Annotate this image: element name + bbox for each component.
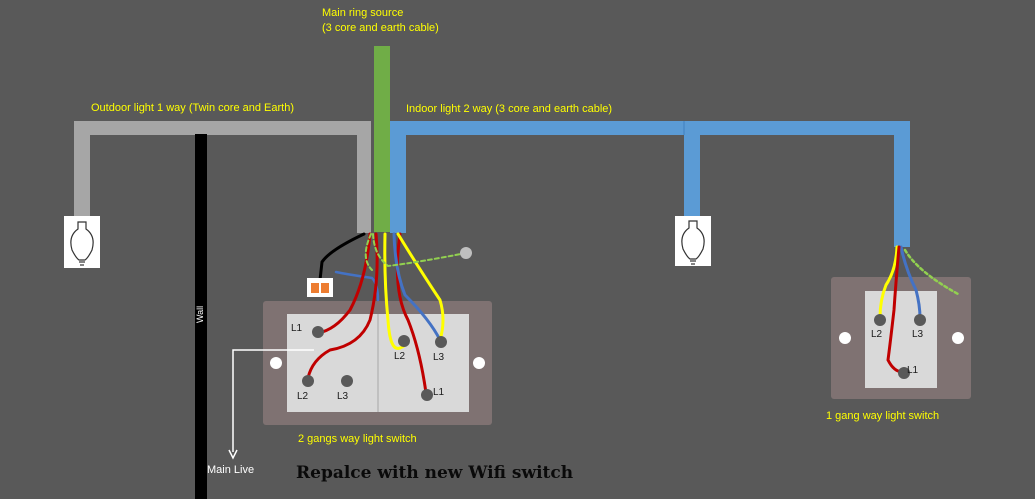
one-gang-switch <box>831 277 971 399</box>
light-bulb-icon <box>675 216 711 266</box>
indoor-light-cable <box>390 121 910 247</box>
terminal-label-l3: L3 <box>433 352 445 363</box>
earth-terminal-icon <box>460 247 472 259</box>
terminal-label-l1: L1 <box>291 323 303 334</box>
terminal-screw-icon <box>302 326 447 401</box>
two-gang-switch-label: 2 gangs way light switch <box>298 433 417 445</box>
connector-block-icon <box>307 278 333 297</box>
terminal-screw-icon <box>874 314 926 379</box>
one-gang-wires <box>878 245 960 374</box>
terminal-label-l2: L2 <box>394 351 406 362</box>
light-bulb-icon <box>64 216 100 268</box>
mounting-hole <box>270 357 282 369</box>
terminal-label-l3: L3 <box>912 329 924 340</box>
outdoor-light-label: Outdoor light 1 way (Twin core and Earth… <box>91 102 294 114</box>
main-live-pointer <box>228 349 314 460</box>
one-gang-switch-label: 1 gang way light switch <box>826 410 939 422</box>
terminal-label-l3: L3 <box>337 391 349 402</box>
terminal-label-l1: L1 <box>433 387 445 398</box>
mounting-hole <box>952 332 964 344</box>
wall-label: Wall <box>195 306 205 323</box>
main-ring-source-label: Main ring source <box>322 7 403 19</box>
indoor-light-label: Indoor light 2 way (3 core and earth cab… <box>406 103 612 115</box>
main-ring-source-cable-label: (3 core and earth cable) <box>322 22 439 34</box>
mounting-hole <box>839 332 851 344</box>
outdoor-light-cable <box>74 121 371 233</box>
terminal-label-l2: L2 <box>871 329 883 340</box>
main-live-label: Main Live <box>207 464 254 476</box>
terminal-label-l1: L1 <box>907 365 919 376</box>
wall <box>195 134 207 499</box>
mounting-hole <box>473 357 485 369</box>
terminal-label-l2: L2 <box>297 391 309 402</box>
two-gang-switch <box>263 301 492 425</box>
replace-note: Repalce with new Wifi switch <box>296 463 573 483</box>
main-ring-cable <box>374 46 390 232</box>
